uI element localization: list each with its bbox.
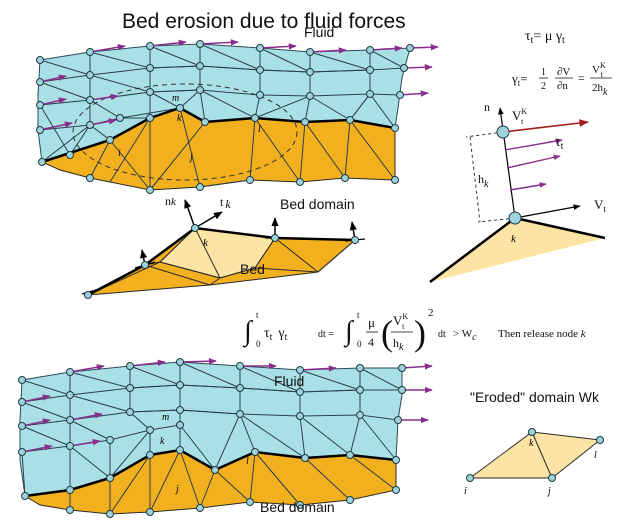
top-fluid-label: Fluid [304, 24, 334, 40]
vector-n-label: n [484, 100, 490, 114]
svg-text:VKt: VKt [592, 61, 606, 79]
svg-text:dt: dt [438, 329, 446, 340]
svg-text:∫: ∫ [343, 316, 355, 348]
svg-text:0: 0 [357, 339, 362, 349]
bottom-bed-interface [24, 448, 397, 498]
svg-text:t: t [357, 310, 360, 320]
svg-text:4: 4 [368, 335, 374, 349]
top-node-i: i [118, 148, 121, 159]
bottom-node-j: j [174, 484, 179, 495]
vector-h-label: hk [478, 172, 489, 190]
bottom-node-k: k [160, 436, 165, 447]
criterion-comparison: > Wc [453, 328, 477, 343]
svg-text:2: 2 [541, 81, 546, 92]
svg-text:(: ( [381, 313, 393, 353]
top-mesh-nodes [36, 40, 414, 194]
eroded-node-l: l [594, 450, 597, 461]
middle-normal-label: nk [165, 194, 177, 208]
bottom-bed-label: Bed domain [260, 499, 335, 515]
vector-node-k: k [511, 233, 517, 245]
eroded-node-k: k [529, 438, 534, 449]
shear-stress-formula: τt= μ γt [525, 29, 565, 46]
eroded-node-i: i [464, 486, 467, 497]
top-bed-label: Bed domain [280, 196, 355, 212]
top-node-m: m [172, 93, 179, 104]
bottom-mesh-nodes [18, 358, 406, 518]
influence-ellipse [72, 83, 298, 181]
eroded-domain-panel: "Eroded" domain Wk i k l j [464, 389, 604, 497]
svg-text:2: 2 [428, 307, 434, 319]
criterion-conclusion: Then release node k [498, 328, 587, 340]
top-mesh-panel: Fluid Bed domain m k l i j [36, 24, 439, 212]
bottom-mesh-panel: Fluid Bed domain m k l j [18, 358, 433, 518]
middle-bed-label: Bed [240, 261, 265, 277]
svg-text:2hk: 2hk [592, 82, 608, 98]
svg-text:∂V: ∂V [557, 66, 570, 78]
top-node-j: j [188, 152, 193, 163]
eroded-domain-label: "Eroded" domain Wk [470, 389, 600, 405]
svg-text:): ) [414, 313, 426, 353]
vector-vt-label: Vt [594, 197, 606, 214]
middle-node-k: k [203, 237, 209, 249]
svg-text:1: 1 [541, 67, 546, 78]
bottom-node-l: l [246, 456, 249, 467]
eroded-node-j: j [546, 486, 551, 497]
top-node-l: l [258, 124, 261, 135]
top-velocity-arrows [39, 39, 439, 131]
top-node-k: k [177, 113, 182, 124]
svg-text:∫: ∫ [242, 316, 254, 348]
bottom-node-m: m [162, 412, 169, 423]
svg-text:μ: μ [368, 315, 375, 330]
vector-tau-label: τt [555, 135, 564, 152]
diagram-title: Bed erosion due to fluid forces [122, 10, 406, 33]
svg-text:t: t [256, 310, 259, 320]
svg-text:=: = [578, 71, 585, 85]
vector-bed-wedge [430, 218, 605, 282]
svg-text:∂n: ∂n [557, 80, 568, 92]
bottom-velocity-arrows [21, 358, 433, 453]
svg-text:0: 0 [256, 339, 261, 349]
svg-text:dt =: dt = [318, 329, 334, 340]
bottom-fluid-label: Fluid [274, 373, 304, 389]
svg-text:hk: hk [393, 336, 404, 353]
svg-text:VKt: VKt [393, 312, 408, 331]
shear-rate-formula: γt= [511, 71, 528, 88]
